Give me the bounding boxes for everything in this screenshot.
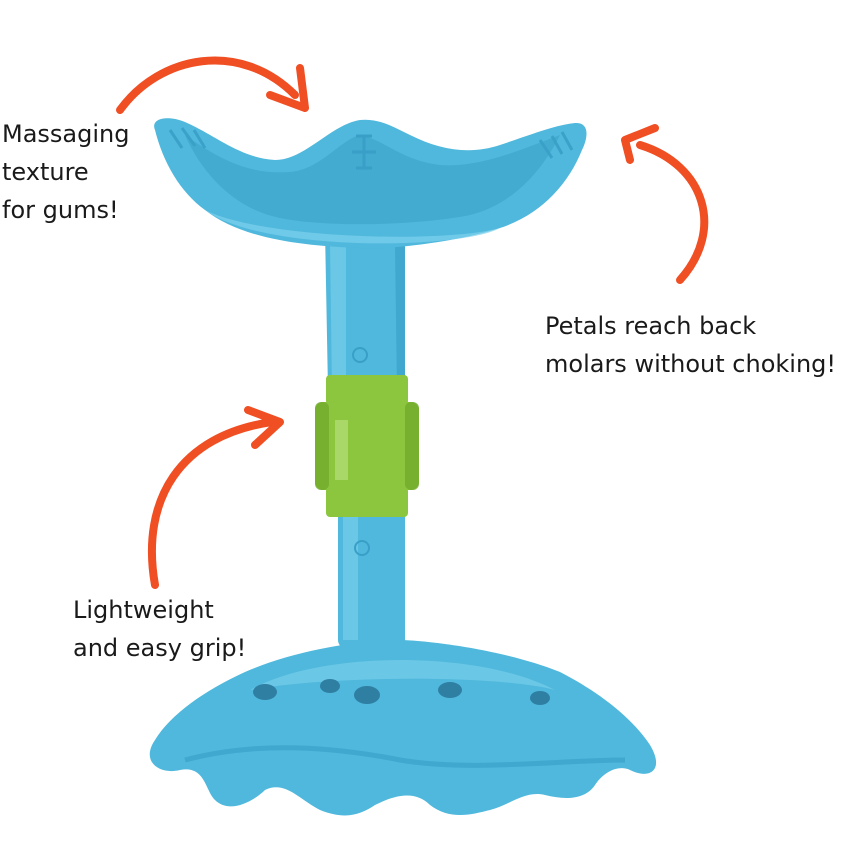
teether-base <box>149 640 657 816</box>
teether-petal-top <box>154 118 587 249</box>
base-hole <box>530 691 550 705</box>
base-top-highlight <box>250 660 555 690</box>
petal-inner-shadow <box>185 135 560 225</box>
arrow-to-gums-texture <box>116 56 309 114</box>
base-hole <box>438 682 462 698</box>
arrows <box>116 56 709 589</box>
green-grip-ring <box>315 375 419 517</box>
callout-easy-grip: Lightweight and easy grip! <box>73 591 246 667</box>
center-petal-emblem <box>352 134 376 170</box>
arrow-to-grip <box>147 406 284 589</box>
base-hole <box>354 686 380 704</box>
callout-line: texture <box>2 158 89 186</box>
stem-emblem <box>354 540 370 556</box>
petal-front-rim <box>205 210 500 244</box>
teether-upper-stem <box>325 230 405 390</box>
callout-line: molars without choking! <box>545 350 837 378</box>
base-hole <box>253 684 277 700</box>
arrow-to-petals <box>621 124 709 284</box>
massaging-texture-ridges <box>168 127 574 159</box>
teether-lower-stem <box>338 510 405 655</box>
base-hole <box>320 679 340 693</box>
stem-emblem <box>352 347 368 363</box>
callout-line: for gums! <box>2 196 119 224</box>
callout-petals-reach: Petals reach back molars without choking… <box>545 307 836 383</box>
callout-line: Massaging <box>2 120 130 148</box>
callout-line: Lightweight <box>73 596 214 624</box>
callout-line: and easy grip! <box>73 634 247 662</box>
callout-line: Petals reach back <box>545 312 757 340</box>
callout-massaging-texture: Massaging texture for gums! <box>2 115 129 229</box>
base-shadow-ridge <box>184 745 626 768</box>
